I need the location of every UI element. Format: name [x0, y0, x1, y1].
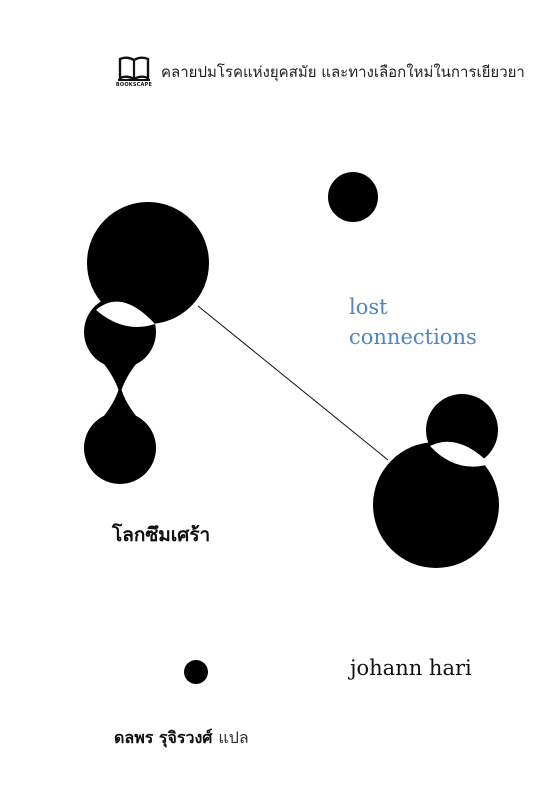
thai-title: โลกซึมเศร้า	[112, 524, 211, 546]
overlap-lens-right	[430, 441, 490, 467]
cover-tagline: คลายปมโรคแห่งยุคสมัย และทางเลือกใหม่ในกา…	[161, 63, 525, 81]
connector-stem	[119, 366, 121, 414]
publisher-logo: BOOKSCAPE	[114, 56, 154, 92]
large-circle-right	[373, 442, 499, 568]
title-line-2: connections	[349, 325, 477, 349]
translator-name: ดลพร รุจิรวงศ์	[114, 728, 213, 747]
lower-circle-left	[84, 412, 156, 484]
large-circle-left	[87, 202, 209, 324]
publisher-name: BOOKSCAPE	[115, 82, 153, 88]
connecting-line	[197, 305, 389, 461]
overlap-lens-left	[96, 301, 155, 327]
translator-role: แปล	[218, 728, 249, 747]
open-book-icon	[118, 56, 150, 81]
author-name: johann hari	[350, 656, 472, 680]
translator-credit: ดลพร รุจิรวงศ์ แปล	[114, 726, 249, 751]
small-dot-bottom	[184, 660, 208, 684]
book-title: lost connections	[349, 292, 477, 352]
title-line-1: lost	[349, 295, 388, 319]
small-dot-top	[328, 172, 378, 222]
